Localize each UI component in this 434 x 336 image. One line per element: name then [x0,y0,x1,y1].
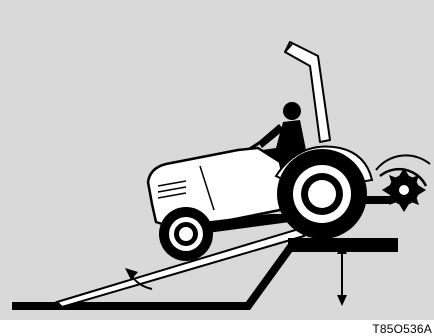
tractor-ramp-illustration [0,0,434,320]
height-arrow-head-bottom [337,295,347,306]
rear-hitch [362,196,392,204]
operator-head [283,102,301,120]
front-wheel [159,207,213,261]
figure-code: T85O536A [372,322,432,336]
illustration-panel [0,0,434,320]
rear-wheel [277,149,367,239]
